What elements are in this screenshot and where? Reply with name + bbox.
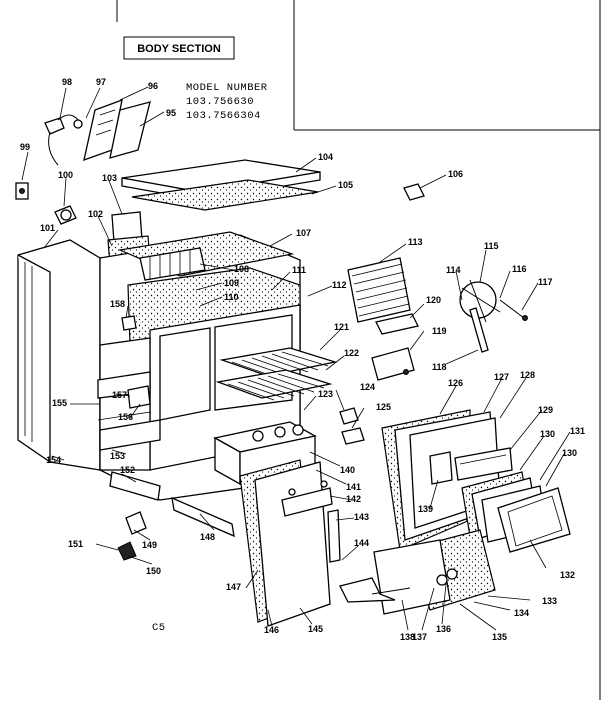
callout-146: 146 — [264, 625, 279, 635]
model-heading: MODEL NUMBER — [186, 82, 268, 94]
callout-103: 103 — [102, 173, 117, 183]
oven-racks — [215, 347, 338, 401]
broiler-door — [239, 459, 341, 627]
lamp-assembly — [15, 98, 151, 225]
callout-97: 97 — [96, 77, 106, 87]
callout-150: 150 — [146, 566, 161, 576]
callout-136: 136 — [436, 624, 451, 634]
callout-158: 158 — [110, 299, 125, 309]
callout-130-b: 130 — [562, 448, 577, 458]
callout-110: 110 — [224, 292, 239, 302]
callout-105: 105 — [338, 180, 353, 190]
callout-96: 96 — [148, 81, 158, 91]
callout-144: 144 — [354, 538, 369, 548]
callout-102: 102 — [88, 209, 103, 219]
vent-grille — [347, 257, 411, 323]
callout-128: 128 — [520, 370, 535, 380]
section-title: BODY SECTION — [137, 43, 221, 55]
callout-122: 122 — [344, 348, 359, 358]
callout-101: 101 — [40, 223, 55, 233]
top-panels — [121, 159, 321, 211]
callout-127: 127 — [494, 372, 509, 382]
callout-154: 154 — [46, 455, 61, 465]
bracket-106 — [403, 183, 425, 201]
callout-100: 100 — [58, 170, 73, 180]
leader-lines — [21, 86, 571, 631]
title-box: BODY SECTION — [123, 36, 235, 60]
model-number-block: MODEL NUMBER 103.756630 103.7566304 — [186, 82, 268, 122]
callout-112: 112 — [332, 280, 347, 290]
callout-117: 117 — [538, 277, 553, 287]
callout-99: 99 — [20, 142, 30, 152]
callout-118: 118 — [432, 362, 447, 372]
callout-111: 111 — [292, 265, 306, 275]
callout-152: 152 — [120, 465, 135, 475]
callout-106: 106 — [448, 169, 463, 179]
callout-126: 126 — [448, 378, 463, 388]
storage-drawer — [339, 529, 496, 615]
plate-120 — [375, 313, 419, 335]
callout-142: 142 — [346, 494, 361, 504]
callout-135: 135 — [492, 632, 507, 642]
callout-121: 121 — [334, 322, 349, 332]
callout-125: 125 — [376, 402, 391, 412]
callout-155: 155 — [52, 398, 67, 408]
callout-145: 145 — [308, 624, 323, 634]
page-code: C5 — [152, 622, 166, 634]
callout-114: 114 — [446, 265, 461, 275]
callout-130-a: 130 — [540, 429, 555, 439]
callout-137: 137 — [412, 632, 427, 642]
callout-153: 153 — [110, 451, 125, 461]
callout-139: 139 — [418, 504, 433, 514]
callout-116: 116 — [512, 264, 527, 274]
callout-149: 149 — [142, 540, 157, 550]
callout-98: 98 — [62, 77, 72, 87]
base-parts — [99, 315, 365, 561]
callout-138: 138 — [400, 632, 415, 642]
callout-109: 109 — [224, 278, 239, 288]
callout-132: 132 — [560, 570, 575, 580]
callout-156: 156 — [118, 412, 133, 422]
callout-129: 129 — [538, 405, 553, 415]
callout-131: 131 — [570, 426, 585, 436]
callout-157: 157 — [112, 390, 127, 400]
callout-123: 123 — [318, 389, 333, 399]
callout-134: 134 — [514, 608, 529, 618]
callout-119: 119 — [432, 326, 447, 336]
callout-141: 141 — [346, 482, 361, 492]
callout-151: 151 — [68, 539, 83, 549]
hinge-assembly — [459, 279, 528, 353]
callout-95: 95 — [166, 108, 176, 118]
model-number-2: 103.7566304 — [186, 110, 261, 122]
model-number-1: 103.756630 — [186, 96, 254, 108]
callout-113: 113 — [408, 237, 423, 247]
callout-148: 148 — [200, 532, 215, 542]
frame-lines — [116, 0, 601, 700]
callout-107: 107 — [296, 228, 311, 238]
callout-104: 104 — [318, 152, 333, 162]
callout-124: 124 — [360, 382, 375, 392]
plate-119 — [371, 347, 415, 381]
callout-133: 133 — [542, 596, 557, 606]
callout-108: 108 — [234, 264, 249, 274]
callout-120: 120 — [426, 295, 441, 305]
callout-115: 115 — [484, 241, 499, 251]
callout-labels: 98 97 96 95 99 100 103 102 101 104 105 1… — [20, 77, 585, 642]
callout-147: 147 — [226, 582, 241, 592]
callout-143: 143 — [354, 512, 369, 522]
callout-140: 140 — [340, 465, 355, 475]
